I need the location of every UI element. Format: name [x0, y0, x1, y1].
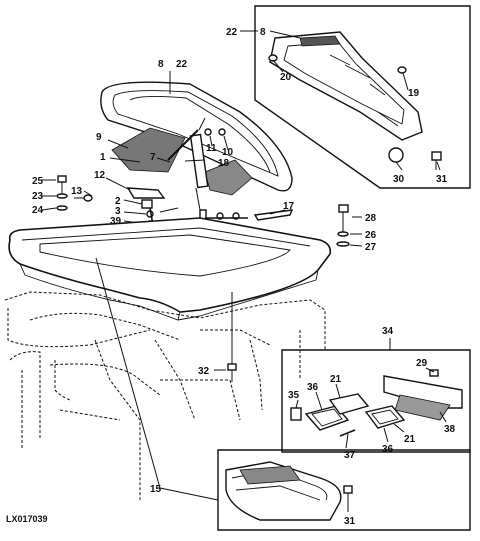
callout-11-top: 11 [206, 143, 217, 154]
right-fastener-stack: 28 26 27 [336, 204, 377, 253]
callout-22-top: 22 [176, 59, 188, 70]
detail-box-seal: 31 [217, 449, 471, 531]
callout-17: 17 [283, 201, 295, 212]
callout-27: 27 [365, 242, 377, 253]
callout-1: 1 [100, 152, 106, 163]
callout-21-right: 21 [404, 434, 416, 445]
callout-30: 30 [393, 174, 405, 185]
callout-12: 12 [94, 170, 106, 181]
roof-hatch-assembly: 8 22 9 1 7 18 11 10 [96, 59, 293, 211]
callout-21-left: 21 [330, 374, 342, 385]
callout-31-seal: 31 [344, 516, 356, 527]
callout-7: 7 [150, 152, 156, 163]
callout-25: 25 [32, 176, 44, 187]
callout-28: 28 [365, 213, 377, 224]
callout-37: 37 [344, 450, 356, 461]
callout-39: 39 [110, 216, 122, 227]
callout-20: 20 [280, 72, 292, 83]
callout-38: 38 [444, 424, 456, 435]
callout-8-top: 8 [158, 59, 164, 70]
detail-box-handle: 34 29 36 21 35 37 21 36 38 [281, 326, 471, 461]
callout-9: 9 [96, 132, 102, 143]
detail-box-hatch-glass: 22 8 20 19 30 31 [226, 5, 471, 189]
callout-8-box: 8 [260, 27, 266, 38]
callout-26: 26 [365, 230, 377, 241]
leader-lines: 15 32 [95, 257, 237, 501]
left-fastener-stack: 25 23 24 13 [32, 175, 93, 216]
callout-31-box: 31 [436, 174, 448, 185]
callout-22-box: 22 [226, 27, 238, 38]
callout-13: 13 [71, 186, 83, 197]
callout-3: 3 [115, 206, 121, 217]
callout-35: 35 [288, 390, 300, 401]
callout-2: 2 [115, 196, 121, 207]
callout-32: 32 [198, 366, 210, 377]
callout-10: 10 [222, 147, 234, 158]
callout-29: 29 [416, 358, 428, 369]
callout-36-left: 36 [307, 382, 319, 393]
cab-frame-outline [4, 291, 326, 500]
callout-19: 19 [408, 88, 420, 99]
callout-34: 34 [382, 326, 394, 337]
callout-15: 15 [150, 484, 162, 495]
figure-reference-code: LX017039 [6, 514, 48, 524]
callout-18: 18 [218, 158, 230, 169]
roof-shell [8, 217, 332, 321]
callout-24: 24 [32, 205, 44, 216]
callout-23: 23 [32, 191, 44, 202]
